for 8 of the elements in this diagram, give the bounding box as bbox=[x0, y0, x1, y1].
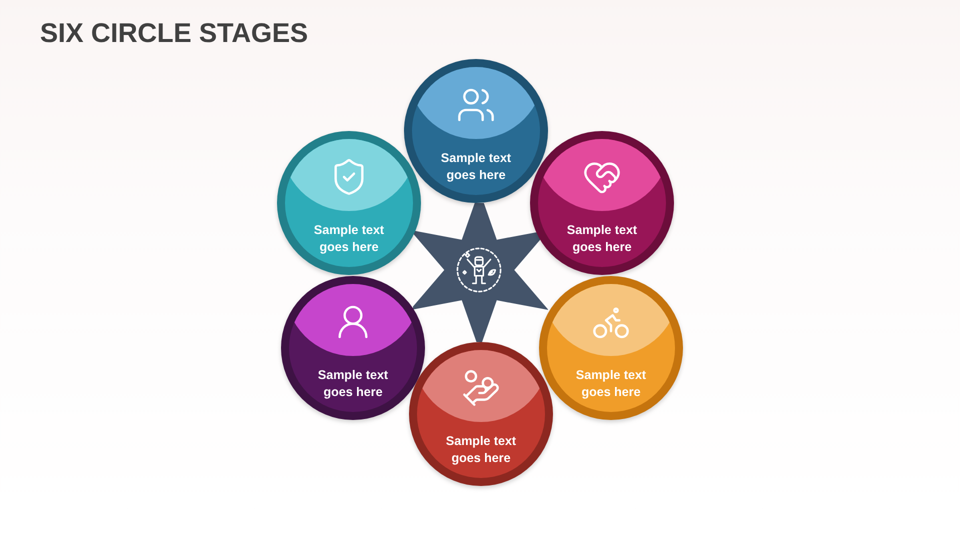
stage-text: Sample text goes here bbox=[440, 150, 512, 184]
stage-text: Sample text goes here bbox=[574, 367, 648, 401]
star-shape bbox=[413, 203, 550, 342]
stage-text: Sample text goes here bbox=[312, 222, 386, 256]
stage-text: Sample text goes here bbox=[444, 433, 518, 467]
stage-text: Sample text goes here bbox=[316, 367, 390, 401]
title: SIX CIRCLE STAGES bbox=[40, 17, 308, 50]
stage-text: Sample text goes here bbox=[566, 222, 638, 256]
